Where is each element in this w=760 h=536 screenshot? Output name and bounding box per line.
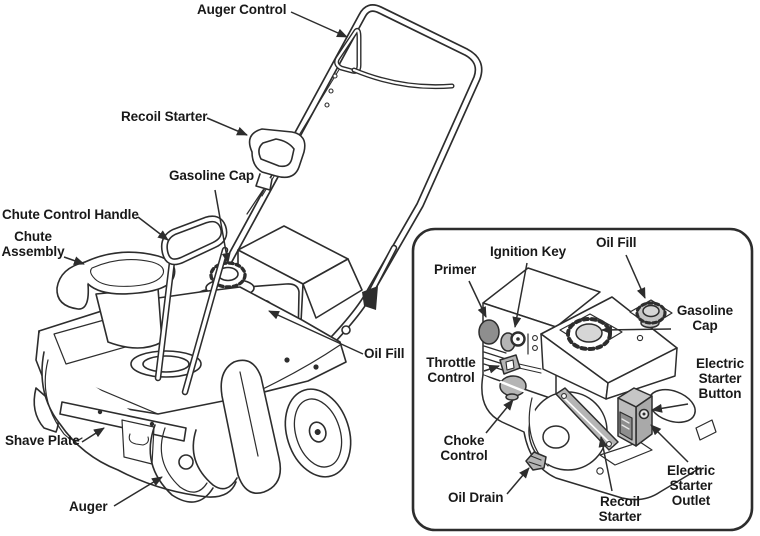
- leader-auger: [113, 476, 163, 507]
- shave-plate-drawing: [59, 401, 187, 465]
- auger-control-bail: [334, 27, 455, 90]
- leader-recoil-starter: [206, 117, 248, 136]
- ignition-key-drawing: [500, 331, 526, 352]
- leader-gasoline-cap: [214, 189, 231, 264]
- leader-throttle-control: [483, 364, 500, 374]
- leader-shave-plate: [81, 427, 105, 443]
- leader-chute-assembly: [63, 256, 85, 265]
- leader-oil-fill-inset: [625, 254, 646, 299]
- handlebar: [210, 4, 483, 375]
- leader-auger-control: [290, 11, 348, 38]
- label-electric-starter-outlet: Electric Starter Outlet: [667, 463, 715, 508]
- label-auger: Auger: [69, 499, 108, 514]
- leader-gasoline-cap-inset: [601, 325, 672, 335]
- throttle-control-drawing: [499, 354, 542, 375]
- label-recoil-starter-inset: Recoil Starter: [598, 494, 642, 524]
- leader-ignition-key: [512, 262, 528, 328]
- label-throttle-control: Throttle Control: [426, 355, 476, 385]
- chute-assembly-drawing: [33, 251, 176, 433]
- oil-drain-drawing: [525, 451, 547, 471]
- label-choke-control: Choke Control: [440, 433, 488, 463]
- leader-oil-fill-main: [268, 310, 364, 355]
- auger-drawing: [149, 424, 238, 503]
- wheel: [284, 388, 352, 478]
- chute-collar: [130, 350, 202, 378]
- leader-electric-starter-button: [651, 403, 689, 413]
- label-chute-assembly: Chute Assembly: [1, 229, 65, 259]
- label-oil-fill-inset: Oil Fill: [596, 235, 637, 250]
- label-chute-control-handle: Chute Control Handle: [2, 207, 139, 222]
- label-gasoline-cap-inset: Gasoline Cap: [676, 303, 734, 333]
- engine-inset: [411, 227, 754, 532]
- label-oil-fill-main: Oil Fill: [364, 346, 405, 361]
- label-primer: Primer: [434, 262, 477, 277]
- leader-recoil-starter-inset: [598, 436, 613, 492]
- label-electric-starter-button: Electric Starter Button: [696, 356, 744, 401]
- chute-control-handle-drawing: [154, 215, 229, 396]
- primer-drawing: [478, 319, 500, 345]
- label-oil-drain: Oil Drain: [448, 490, 504, 505]
- fuel-tank-inset: [540, 296, 678, 400]
- choke-control-drawing: [499, 375, 528, 401]
- auger-housing: [41, 351, 282, 503]
- leader-arrows: [63, 11, 689, 507]
- leader-choke-control: [485, 399, 514, 434]
- label-ignition-key: Ignition Key: [490, 244, 567, 259]
- belt-cover: [220, 359, 282, 494]
- recoil-starter-grip: [246, 128, 306, 215]
- label-recoil-starter: Recoil Starter: [121, 109, 208, 124]
- label-gasoline-cap: Gasoline Cap: [169, 168, 255, 183]
- oil-fill-cap-inset: [629, 299, 673, 329]
- leader-primer: [468, 280, 487, 318]
- leader-chute-control-handle: [137, 216, 169, 241]
- gasoline-cap-inset-drawing: [566, 317, 612, 351]
- leader-electric-starter-outlet: [650, 424, 689, 463]
- leader-oil-drain: [506, 467, 530, 495]
- label-auger-control: Auger Control: [197, 2, 287, 17]
- label-shave-plate: Shave Plate: [5, 433, 80, 448]
- main-machine-drawing: [33, 4, 483, 503]
